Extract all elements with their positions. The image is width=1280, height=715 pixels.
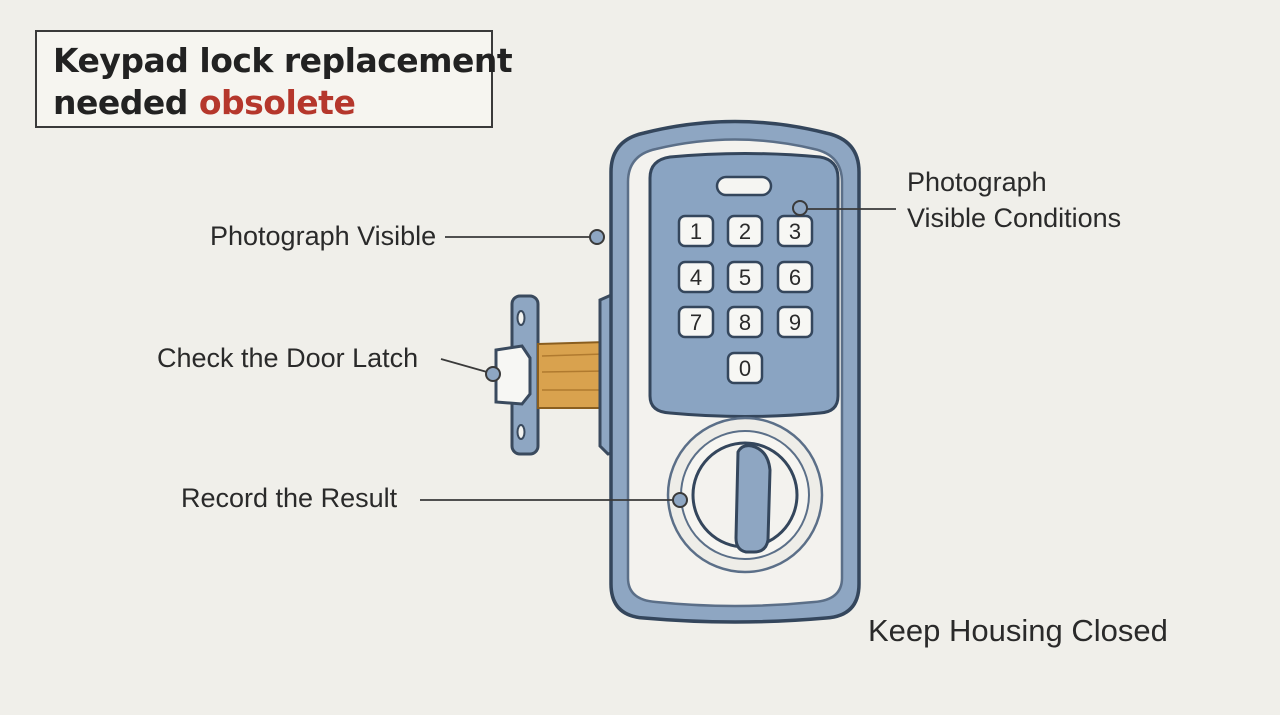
keypad-key-label: 6	[789, 265, 801, 290]
callout-check-latch: Check the Door Latch	[157, 343, 419, 373]
dot-check-latch	[485, 366, 501, 382]
keypad-key-cap	[677, 214, 715, 248]
status-indicator	[715, 175, 773, 197]
keypad-key-label: 5	[739, 265, 751, 290]
keypad-key-cap	[677, 305, 715, 339]
title-prefix: needed	[53, 83, 199, 122]
keypad-keys: 1 2 3 4 5 6 7 8 9 0	[677, 214, 814, 385]
keypad-key-label: 9	[789, 310, 801, 335]
keypad-key: 7	[677, 305, 715, 339]
dot-photograph-visible	[589, 229, 605, 245]
title-line-2: needed obsolete	[53, 82, 475, 124]
keypad-key-label: 3	[789, 219, 801, 244]
keypad-key-cap	[726, 305, 764, 339]
callout-leaders	[420, 200, 896, 508]
keypad-key: 6	[776, 260, 814, 294]
dot-record-result	[672, 492, 688, 508]
keypad-key-cap	[776, 214, 814, 248]
thumbturn-knob	[734, 444, 772, 554]
title-box: Keypad lock replacement needed obsolete	[35, 30, 513, 128]
callout-photograph-conditions-line2: Visible Conditions	[907, 203, 1122, 233]
keypad-key-cap	[776, 305, 814, 339]
keypad-key-cap	[726, 351, 764, 385]
keypad-key-label: 0	[739, 356, 751, 381]
keypad-key: 0	[726, 351, 764, 385]
keypad-key-label: 1	[690, 219, 702, 244]
keypad-key: 4	[677, 260, 715, 294]
title-accent-word: obsolete	[198, 83, 356, 122]
latch-screw-top	[516, 310, 526, 326]
callout-photograph-conditions-line1: Photograph	[907, 167, 1047, 197]
door-latch	[494, 290, 628, 456]
keypad-key: 1	[677, 214, 715, 248]
keypad-key-cap	[726, 260, 764, 294]
keypad-key: 8	[726, 305, 764, 339]
latch-bolt	[494, 344, 532, 406]
callout-record-result: Record the Result	[181, 483, 398, 513]
keypad-key-cap	[677, 260, 715, 294]
keypad-key: 3	[776, 214, 814, 248]
callout-keep-housing: Keep Housing Closed	[868, 613, 1168, 648]
keypad-key-cap	[776, 260, 814, 294]
keypad-key: 2	[726, 214, 764, 248]
keypad-key-label: 8	[739, 310, 751, 335]
keypad-key-cap	[726, 214, 764, 248]
title-line-1: Keypad lock replacement	[53, 41, 513, 80]
lock-housing: 1 2 3 4 5 6 7 8 9 0	[609, 119, 861, 624]
keypad-key-label: 7	[690, 310, 702, 335]
keypad-key: 5	[726, 260, 764, 294]
callout-photograph-visible: Photograph Visible	[210, 221, 437, 251]
latch-screw-bottom	[516, 424, 526, 440]
keypad-key-label: 2	[739, 219, 751, 244]
dot-photograph-conditions	[792, 200, 808, 216]
keypad-key-label: 4	[690, 265, 702, 290]
keypad-key: 9	[776, 305, 814, 339]
